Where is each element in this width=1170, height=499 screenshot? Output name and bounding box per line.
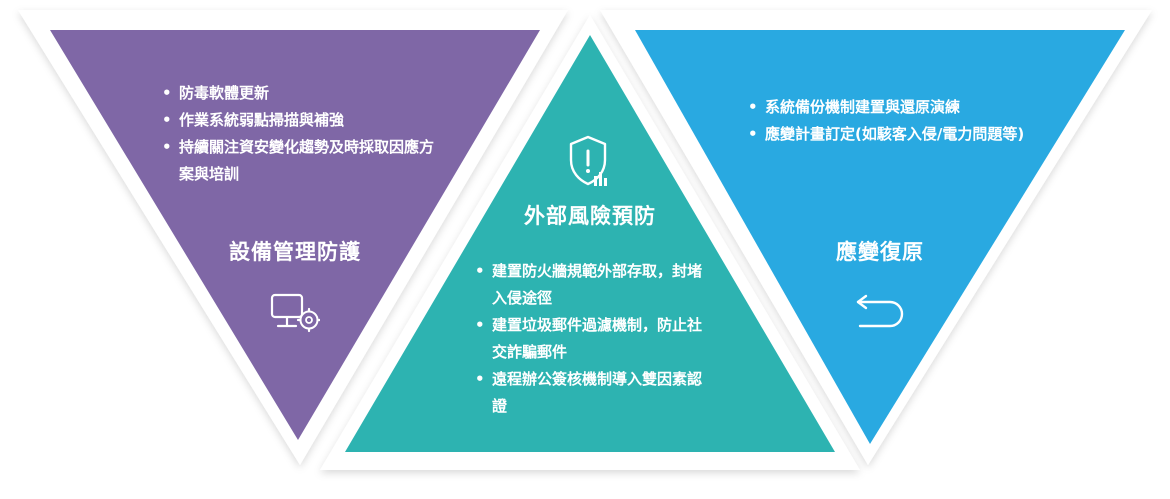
list-item: 建置防火牆規範外部存取，封堵入侵途徑 [475, 258, 714, 312]
left-panel-list: 防毒軟體更新 作業系統弱點掃描與補強 持續關注資安變化趨勢及時採取因應方案與培訓 [162, 80, 442, 188]
left-panel-list-wrapper: 防毒軟體更新 作業系統弱點掃描與補強 持續關注資安變化趨勢及時採取因應方案與培訓 [162, 80, 442, 188]
list-item: 作業系統弱點掃描與補強 [162, 107, 442, 134]
list-item: 持續關注資安變化趨勢及時採取因應方案與培訓 [162, 134, 441, 188]
list-item: 遠程辦公簽核機制導入雙因素認證 [475, 366, 714, 420]
center-panel-list-wrapper: 建置防火牆規範外部存取，封堵入侵途徑 建置垃圾郵件過濾機制，防止社交詐騙郵件 遠… [475, 258, 720, 420]
shield-alert-icon [566, 134, 614, 190]
list-item: 建置垃圾郵件過濾機制，防止社交詐騙郵件 [475, 312, 714, 366]
monitor-gear-icon [270, 293, 322, 335]
undo-arrow-icon [852, 294, 908, 330]
right-panel-list-wrapper: 系統備份機制建置與還原演練 應變計畫訂定(如駭客入侵/電力問題等) [748, 94, 1038, 148]
list-item: 系統備份機制建置與還原演練 [748, 94, 1038, 121]
list-item: 應變計畫訂定(如駭客入侵/電力問題等) [748, 121, 1025, 148]
right-panel-title: 應變復原 [836, 240, 924, 264]
left-panel-title: 設備管理防護 [229, 240, 361, 264]
center-panel-title: 外部風險預防 [524, 204, 656, 228]
list-item: 防毒軟體更新 [162, 80, 442, 107]
right-panel-list: 系統備份機制建置與還原演練 應變計畫訂定(如駭客入侵/電力問題等) [748, 94, 1038, 148]
center-panel-list: 建置防火牆規範外部存取，封堵入侵途徑 建置垃圾郵件過濾機制，防止社交詐騙郵件 遠… [475, 258, 720, 420]
